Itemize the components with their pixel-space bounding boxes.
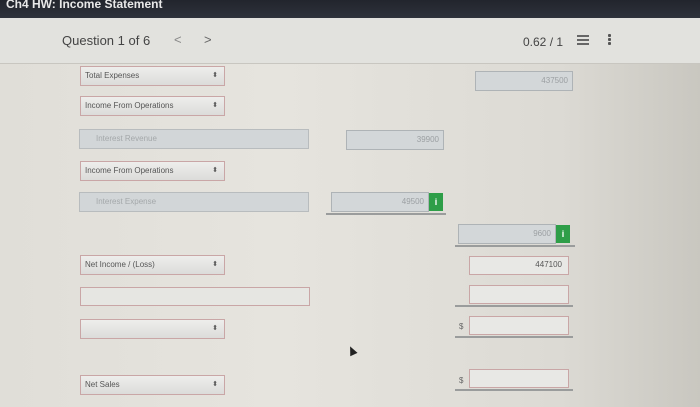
amount-net-income-loss[interactable]: 447100 <box>469 256 569 275</box>
amount-total-expenses: 437500 <box>475 71 573 91</box>
info-icon[interactable]: i <box>556 225 570 243</box>
account-select-income-from-operations-2[interactable]: Income From Operations ⬍ <box>80 161 225 181</box>
more-dot <box>608 38 611 41</box>
chevron-left-icon[interactable]: < <box>174 32 182 47</box>
currency-symbol: $ <box>459 322 464 331</box>
currency-symbol: $ <box>459 376 464 385</box>
income-statement-form: Total Expenses ⬍ 437500 Income From Oper… <box>0 64 700 407</box>
account-select-total-expenses[interactable]: Total Expenses ⬍ <box>80 66 225 86</box>
select-arrow-icon: ⬍ <box>212 72 218 79</box>
info-icon[interactable]: i <box>429 193 443 211</box>
account-select-income-from-operations[interactable]: Income From Operations ⬍ <box>80 96 225 116</box>
select-value: Total Expenses <box>85 71 140 80</box>
more-dot <box>608 34 611 37</box>
select-arrow-icon: ⬍ <box>212 261 218 268</box>
amount-interest-revenue: 39900 <box>346 130 444 150</box>
question-counter: Question 1 of 6 <box>62 33 151 48</box>
list-icon[interactable] <box>577 35 589 47</box>
label-interest-expense: Interest Expense <box>79 192 309 212</box>
amount-input-blank-2[interactable] <box>469 316 569 335</box>
select-arrow-icon: ⬍ <box>212 325 218 332</box>
total-underline <box>455 389 573 391</box>
select-value: Income From Operations <box>85 166 174 175</box>
amount-net-sales[interactable] <box>469 369 569 388</box>
label-input-blank[interactable] <box>80 287 310 306</box>
select-arrow-icon: ⬍ <box>212 381 218 388</box>
total-underline <box>455 336 573 338</box>
subtotal-underline <box>326 213 446 215</box>
select-value: Net Income / (Loss) <box>85 260 155 269</box>
list-icon-line <box>577 39 589 41</box>
chevron-right-icon[interactable]: > <box>204 32 212 47</box>
account-select-net-sales[interactable]: Net Sales ⬍ <box>80 375 225 395</box>
subtotal-underline <box>455 245 575 247</box>
more-vertical-icon[interactable] <box>608 34 612 46</box>
score-display: 0.62 / 1 <box>523 35 564 49</box>
question-header: Question 1 of 6 < > 0.62 / 1 <box>0 18 700 64</box>
total-underline <box>455 305 573 307</box>
account-select-blank[interactable]: ⬍ <box>80 319 225 339</box>
amount-interest-expense: 49500 <box>331 192 429 212</box>
account-select-net-income-loss[interactable]: Net Income / (Loss) ⬍ <box>80 255 225 275</box>
amount-other-total: 9600 <box>458 224 556 244</box>
select-value: Net Sales <box>85 380 120 389</box>
more-dot <box>608 42 611 45</box>
amount-input-blank[interactable] <box>469 285 569 304</box>
window-title: Ch4 HW: Income Statement <box>6 0 163 11</box>
select-arrow-icon: ⬍ <box>212 167 218 174</box>
label-interest-revenue: Interest Revenue <box>79 129 309 149</box>
list-icon-line <box>577 35 589 37</box>
select-value: Income From Operations <box>85 101 174 110</box>
select-arrow-icon: ⬍ <box>212 102 218 109</box>
list-icon-line <box>577 43 589 45</box>
window-title-bar: Ch4 HW: Income Statement <box>0 0 700 18</box>
